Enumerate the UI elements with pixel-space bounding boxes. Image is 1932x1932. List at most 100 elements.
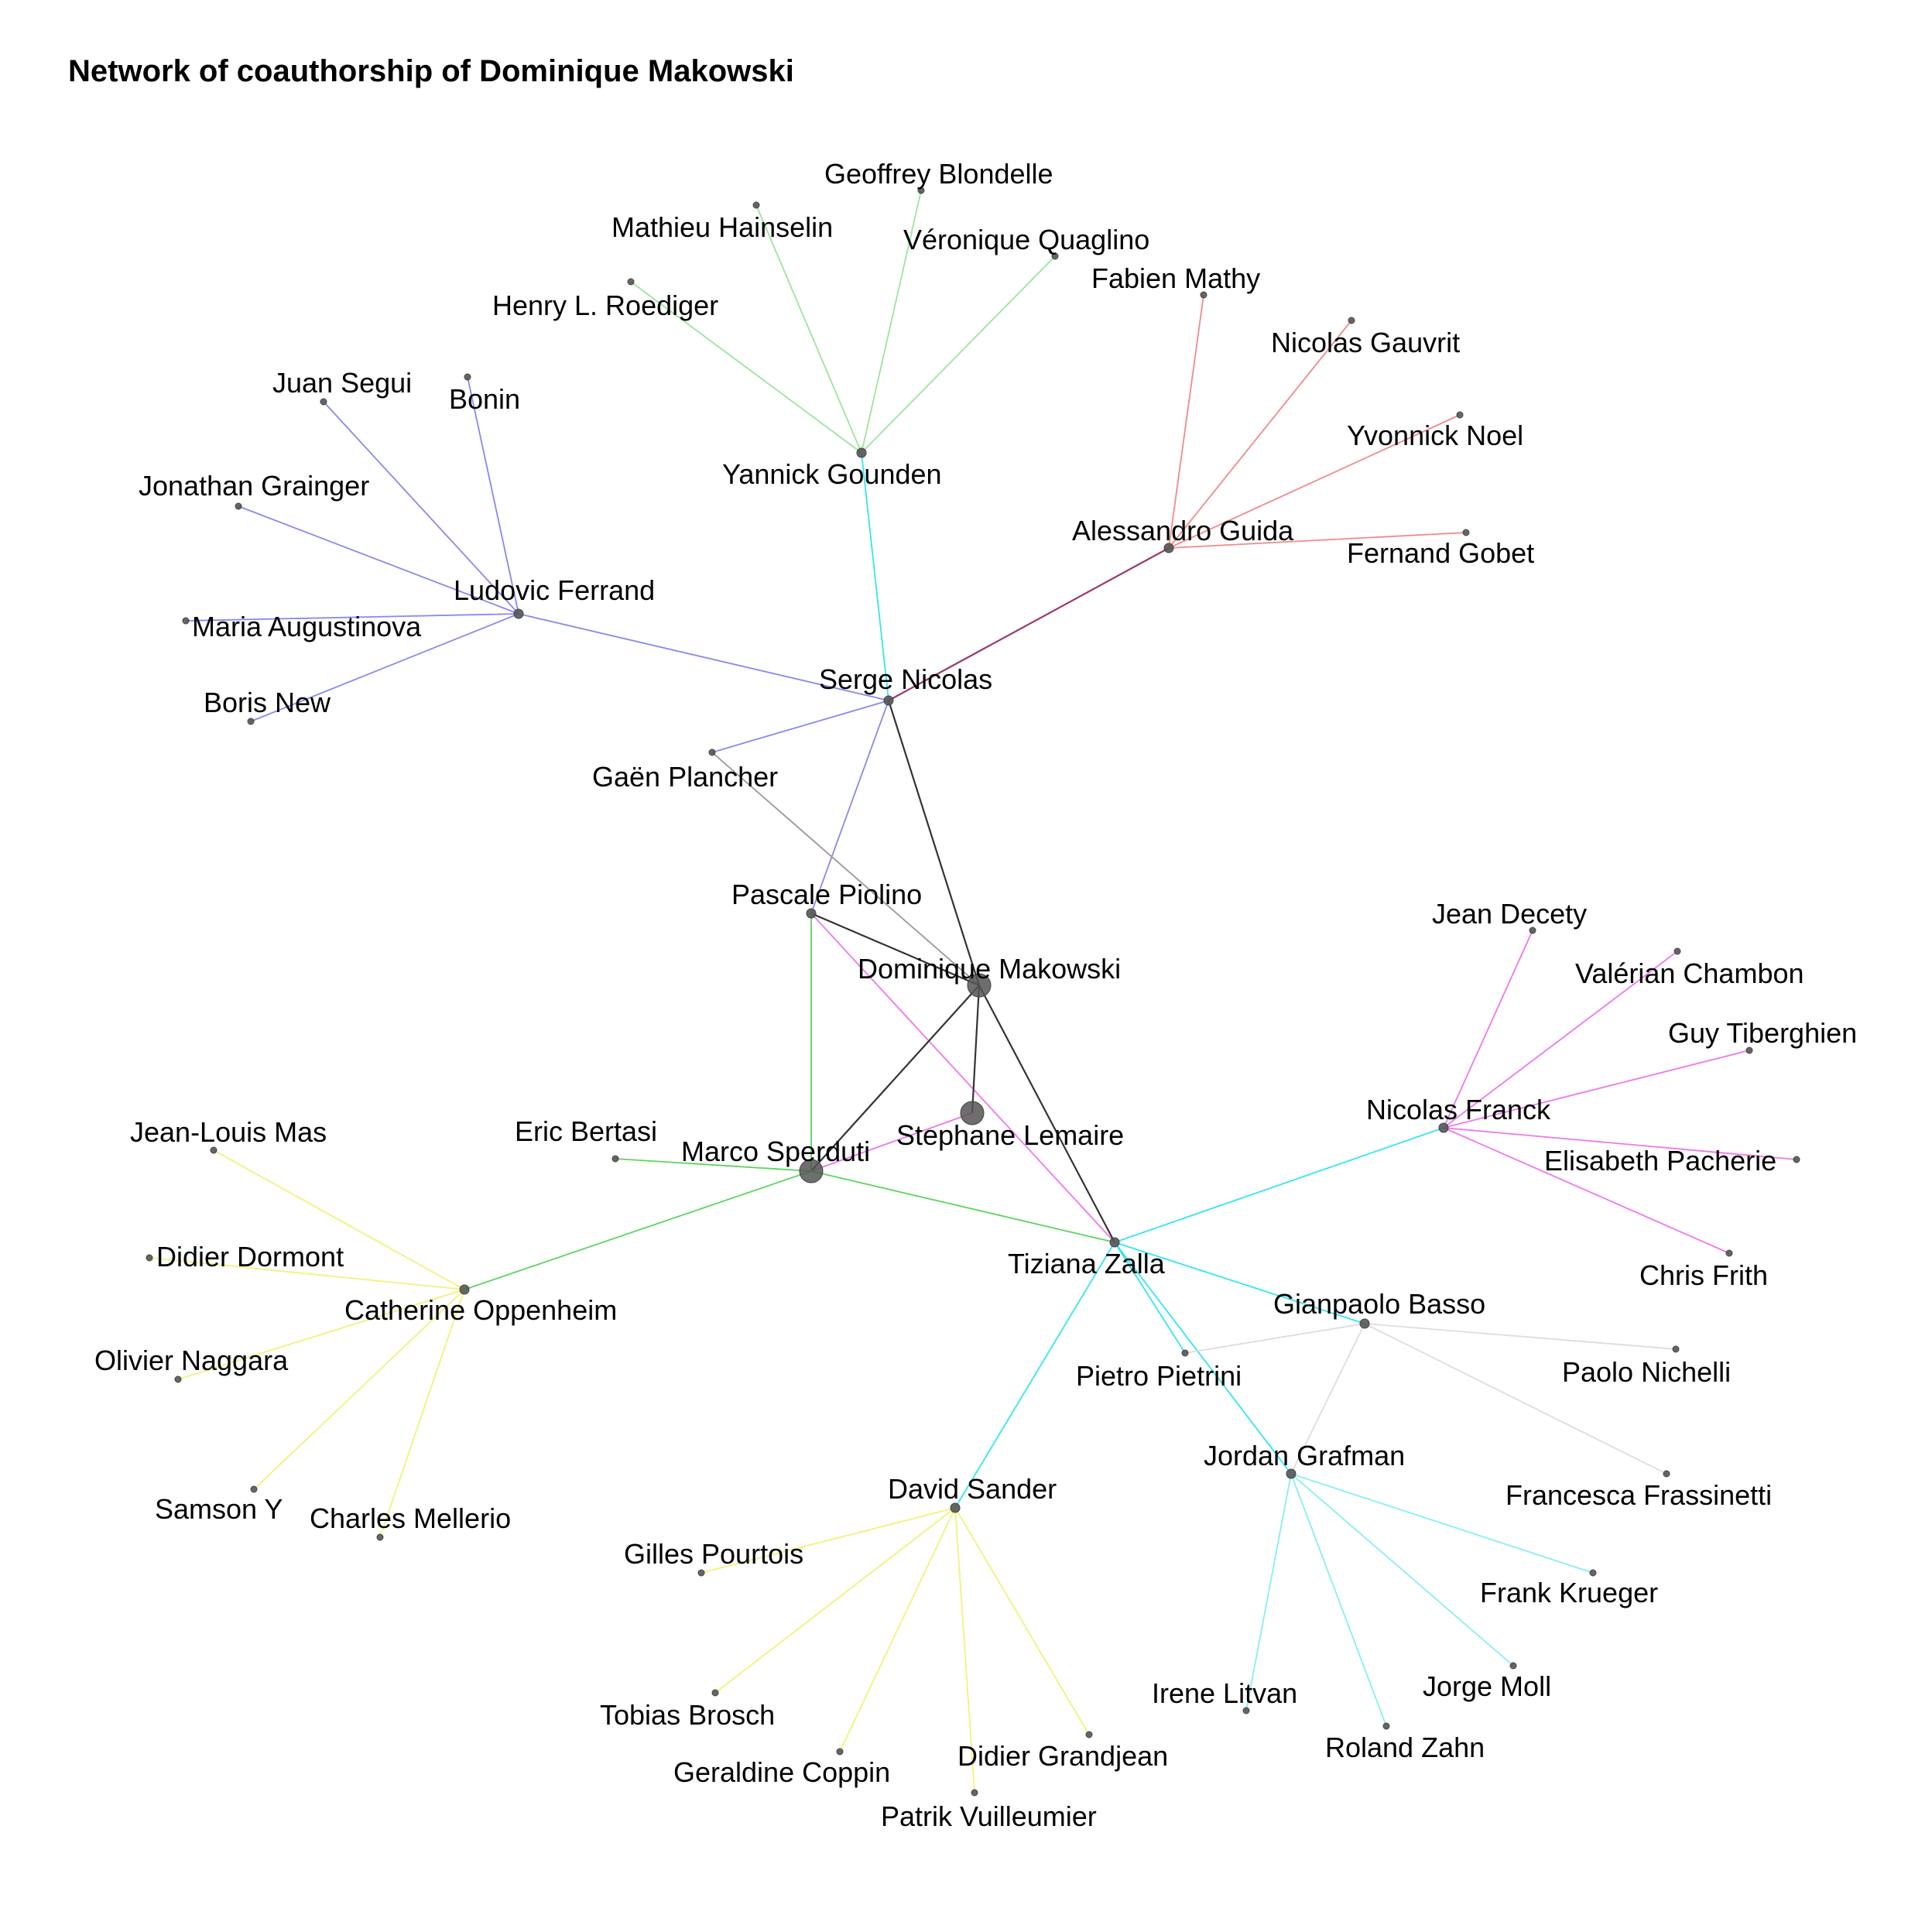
node-label-ludovic-ferrand: Ludovic Ferrand (454, 574, 655, 606)
node-gianpaolo-basso[interactable] (1359, 1318, 1370, 1329)
node-roland-zahn[interactable] (1382, 1722, 1390, 1730)
node-juan-segui[interactable] (320, 398, 327, 406)
node-fabien-mathy[interactable] (1200, 291, 1208, 299)
edge-marco-sperduti-eric-bertasi (615, 1158, 812, 1172)
node-label-dominique-makowski: Dominique Makowski (858, 953, 1121, 985)
node-samson-y[interactable] (250, 1485, 258, 1493)
node-label-pascale-piolino: Pascale Piolino (731, 879, 922, 910)
node-label-stephane-lemaire: Stephane Lemaire (896, 1119, 1124, 1151)
edge-ludovic-ferrand-jonathan-grainger (238, 505, 519, 615)
edge-jordan-grafman-jorge-moll (1290, 1473, 1514, 1667)
node-gilles-pourtois[interactable] (697, 1569, 705, 1577)
node-irene-litvan[interactable] (1242, 1707, 1250, 1714)
node-jonathan-grainger[interactable] (235, 502, 242, 510)
node-ludovic-ferrand[interactable] (513, 608, 524, 619)
node-elisabeth-pacherie[interactable] (1793, 1156, 1800, 1163)
edge-david-sander-gilles-pourtois (701, 1507, 956, 1574)
node-label-catherine-oppenheim: Catherine Oppenheim (344, 1294, 617, 1326)
node-david-sander[interactable] (950, 1502, 961, 1513)
node-henry-roediger[interactable] (627, 278, 635, 286)
node-maria-augustinova[interactable] (182, 617, 190, 625)
edge-tiziana-zalla-gianpaolo-basso (1114, 1242, 1365, 1324)
node-label-maria-augustinova: Maria Augustinova (192, 611, 422, 642)
node-label-david-sander: David Sander (888, 1473, 1057, 1505)
node-charles-mellerio[interactable] (376, 1533, 384, 1541)
node-guy-tiberghien[interactable] (1745, 1046, 1753, 1054)
node-tiziana-zalla[interactable] (1109, 1237, 1120, 1248)
node-jorge-moll[interactable] (1509, 1662, 1517, 1670)
node-label-marco-sperduti: Marco Sperduti (681, 1136, 870, 1167)
node-label-jorge-moll: Jorge Moll (1423, 1670, 1551, 1702)
node-didier-grandjean[interactable] (1085, 1731, 1093, 1738)
node-valerian-chambon[interactable] (1673, 947, 1681, 955)
node-bonin[interactable] (464, 373, 471, 381)
edge-jordan-grafman-frank-krueger (1290, 1473, 1594, 1574)
node-pietro-pietrini[interactable] (1181, 1349, 1189, 1357)
edge-ludovic-ferrand-bonin (467, 376, 519, 615)
edge-tiziana-zalla-nicolas-franck (1114, 1127, 1444, 1243)
node-mathieu-hainselin[interactable] (752, 201, 760, 209)
edge-yannick-gounden-henry-roediger (630, 281, 862, 454)
graph-title: Network of coauthorship of Dominique Mak… (68, 54, 794, 88)
node-jordan-grafman[interactable] (1286, 1468, 1297, 1479)
edge-david-sander-geraldine-coppin (839, 1507, 956, 1752)
node-jean-decety[interactable] (1529, 927, 1536, 934)
node-boris-new[interactable] (247, 718, 255, 725)
edge-catherine-oppenheim-olivier-naggara (177, 1289, 465, 1380)
edge-nicolas-franck-jean-decety (1443, 930, 1533, 1129)
node-frank-krueger[interactable] (1589, 1569, 1597, 1577)
node-label-patrik-vuilleumier: Patrik Vuilleumier (881, 1800, 1097, 1832)
node-jean-louis-mas[interactable] (210, 1146, 218, 1154)
node-tobias-brosch[interactable] (711, 1689, 719, 1697)
edge-catherine-oppenheim-jean-louis-mas (213, 1149, 465, 1290)
edge-alessandro-guida-fabien-mathy (1168, 294, 1204, 549)
edge-david-sander-didier-grandjean (954, 1507, 1090, 1735)
node-label-yvonnick-noel: Yvonnick Noel (1347, 420, 1523, 451)
node-gaen-plancher[interactable] (708, 748, 716, 756)
node-stephane-lemaire[interactable] (960, 1101, 985, 1125)
node-didier-dormont[interactable] (146, 1254, 153, 1262)
node-dominique-makowski[interactable] (967, 973, 992, 998)
edge-marco-sperduti-catherine-oppenheim (464, 1170, 812, 1290)
node-label-fabien-mathy: Fabien Mathy (1091, 262, 1260, 294)
edge-serge-nicolas-pascale-piolino (810, 700, 889, 914)
node-francesca-frassinetti[interactable] (1663, 1470, 1670, 1478)
edge-dominique-makowski-stephane-lemaire (971, 985, 981, 1114)
node-label-roland-zahn: Roland Zahn (1325, 1732, 1485, 1763)
edge-gianpaolo-basso-jordan-grafman (1290, 1323, 1365, 1475)
node-chris-frith[interactable] (1725, 1249, 1733, 1257)
node-label-paolo-nichelli: Paolo Nichelli (1562, 1356, 1731, 1388)
node-serge-nicolas[interactable] (883, 695, 894, 706)
edge-yannick-gounden-mathieu-hainselin (755, 204, 862, 454)
node-nicolas-franck[interactable] (1438, 1122, 1449, 1133)
node-patrik-vuilleumier[interactable] (971, 1789, 978, 1797)
node-label-serge-nicolas: Serge Nicolas (819, 663, 992, 695)
node-label-didier-dormont: Didier Dormont (156, 1241, 344, 1273)
node-paolo-nichelli[interactable] (1672, 1345, 1680, 1353)
node-label-bonin: Bonin (449, 383, 520, 415)
node-label-didier-grandjean: Didier Grandjean (957, 1740, 1168, 1772)
node-label-alessandro-guida: Alessandro Guida (1072, 515, 1294, 546)
node-catherine-oppenheim[interactable] (459, 1284, 470, 1295)
node-label-nicolas-franck: Nicolas Franck (1366, 1094, 1551, 1125)
node-label-irene-litvan: Irene Litvan (1152, 1677, 1297, 1709)
node-alessandro-guida[interactable] (1163, 543, 1174, 553)
node-geoffrey-blondelle[interactable] (917, 187, 925, 194)
node-nicolas-gauvrit[interactable] (1348, 317, 1355, 324)
node-yvonnick-noel[interactable] (1456, 411, 1464, 419)
edge-dominique-makowski-tiziana-zalla (978, 985, 1115, 1243)
node-geraldine-coppin[interactable] (836, 1748, 844, 1756)
edge-catherine-oppenheim-didier-dormont (149, 1257, 465, 1290)
node-pascale-piolino[interactable] (806, 908, 817, 919)
node-veronique-quaglino[interactable] (1051, 252, 1059, 260)
node-yannick-gounden[interactable] (856, 447, 867, 458)
node-fernand-gobet[interactable] (1462, 529, 1470, 536)
node-label-juan-segui: Juan Segui (272, 367, 412, 399)
node-label-fernand-gobet: Fernand Gobet (1347, 537, 1534, 569)
node-label-jordan-grafman: Jordan Grafman (1204, 1440, 1405, 1471)
node-eric-bertasi[interactable] (611, 1155, 619, 1163)
node-label-chris-frith: Chris Frith (1639, 1259, 1768, 1291)
node-marco-sperduti[interactable] (799, 1159, 824, 1184)
node-olivier-naggara[interactable] (174, 1375, 182, 1383)
